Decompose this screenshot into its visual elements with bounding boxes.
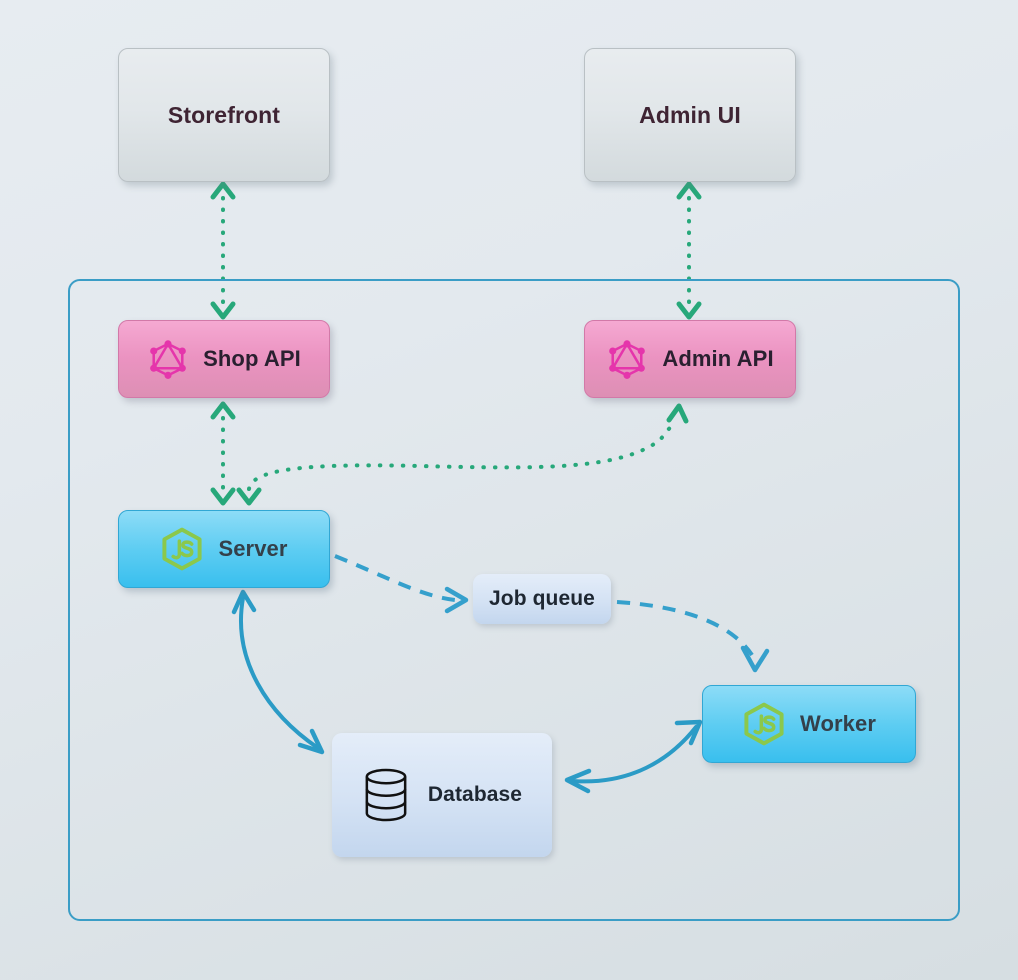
node-storefront-label: Storefront [167, 101, 281, 128]
graphql-icon [150, 340, 186, 379]
database-cylinder-icon [365, 768, 407, 822]
node-worker[interactable]: Worker [702, 685, 916, 763]
node-shop-api-label: Shop API [203, 346, 301, 371]
node-database[interactable]: Database [332, 733, 552, 857]
nodejs-icon [162, 527, 203, 571]
node-job-queue[interactable]: Job queue [473, 574, 611, 624]
vendure-server-boundary [68, 279, 960, 921]
node-server-label: Server [218, 536, 288, 561]
node-server[interactable]: Server [118, 510, 330, 588]
node-admin-api-label: Admin API [662, 346, 774, 371]
node-storefront[interactable]: Storefront [118, 48, 330, 182]
node-database-label: Database [427, 783, 523, 806]
node-admin-ui-label: Admin UI [639, 101, 741, 128]
node-shop-api[interactable]: Shop API [118, 320, 330, 398]
node-admin-ui[interactable]: Admin UI [584, 48, 796, 182]
node-job-queue-label: Job queue [489, 587, 595, 610]
node-admin-api[interactable]: Admin API [584, 320, 796, 398]
node-worker-label: Worker [800, 711, 876, 736]
nodejs-icon [744, 702, 784, 746]
graphql-icon [609, 340, 646, 379]
